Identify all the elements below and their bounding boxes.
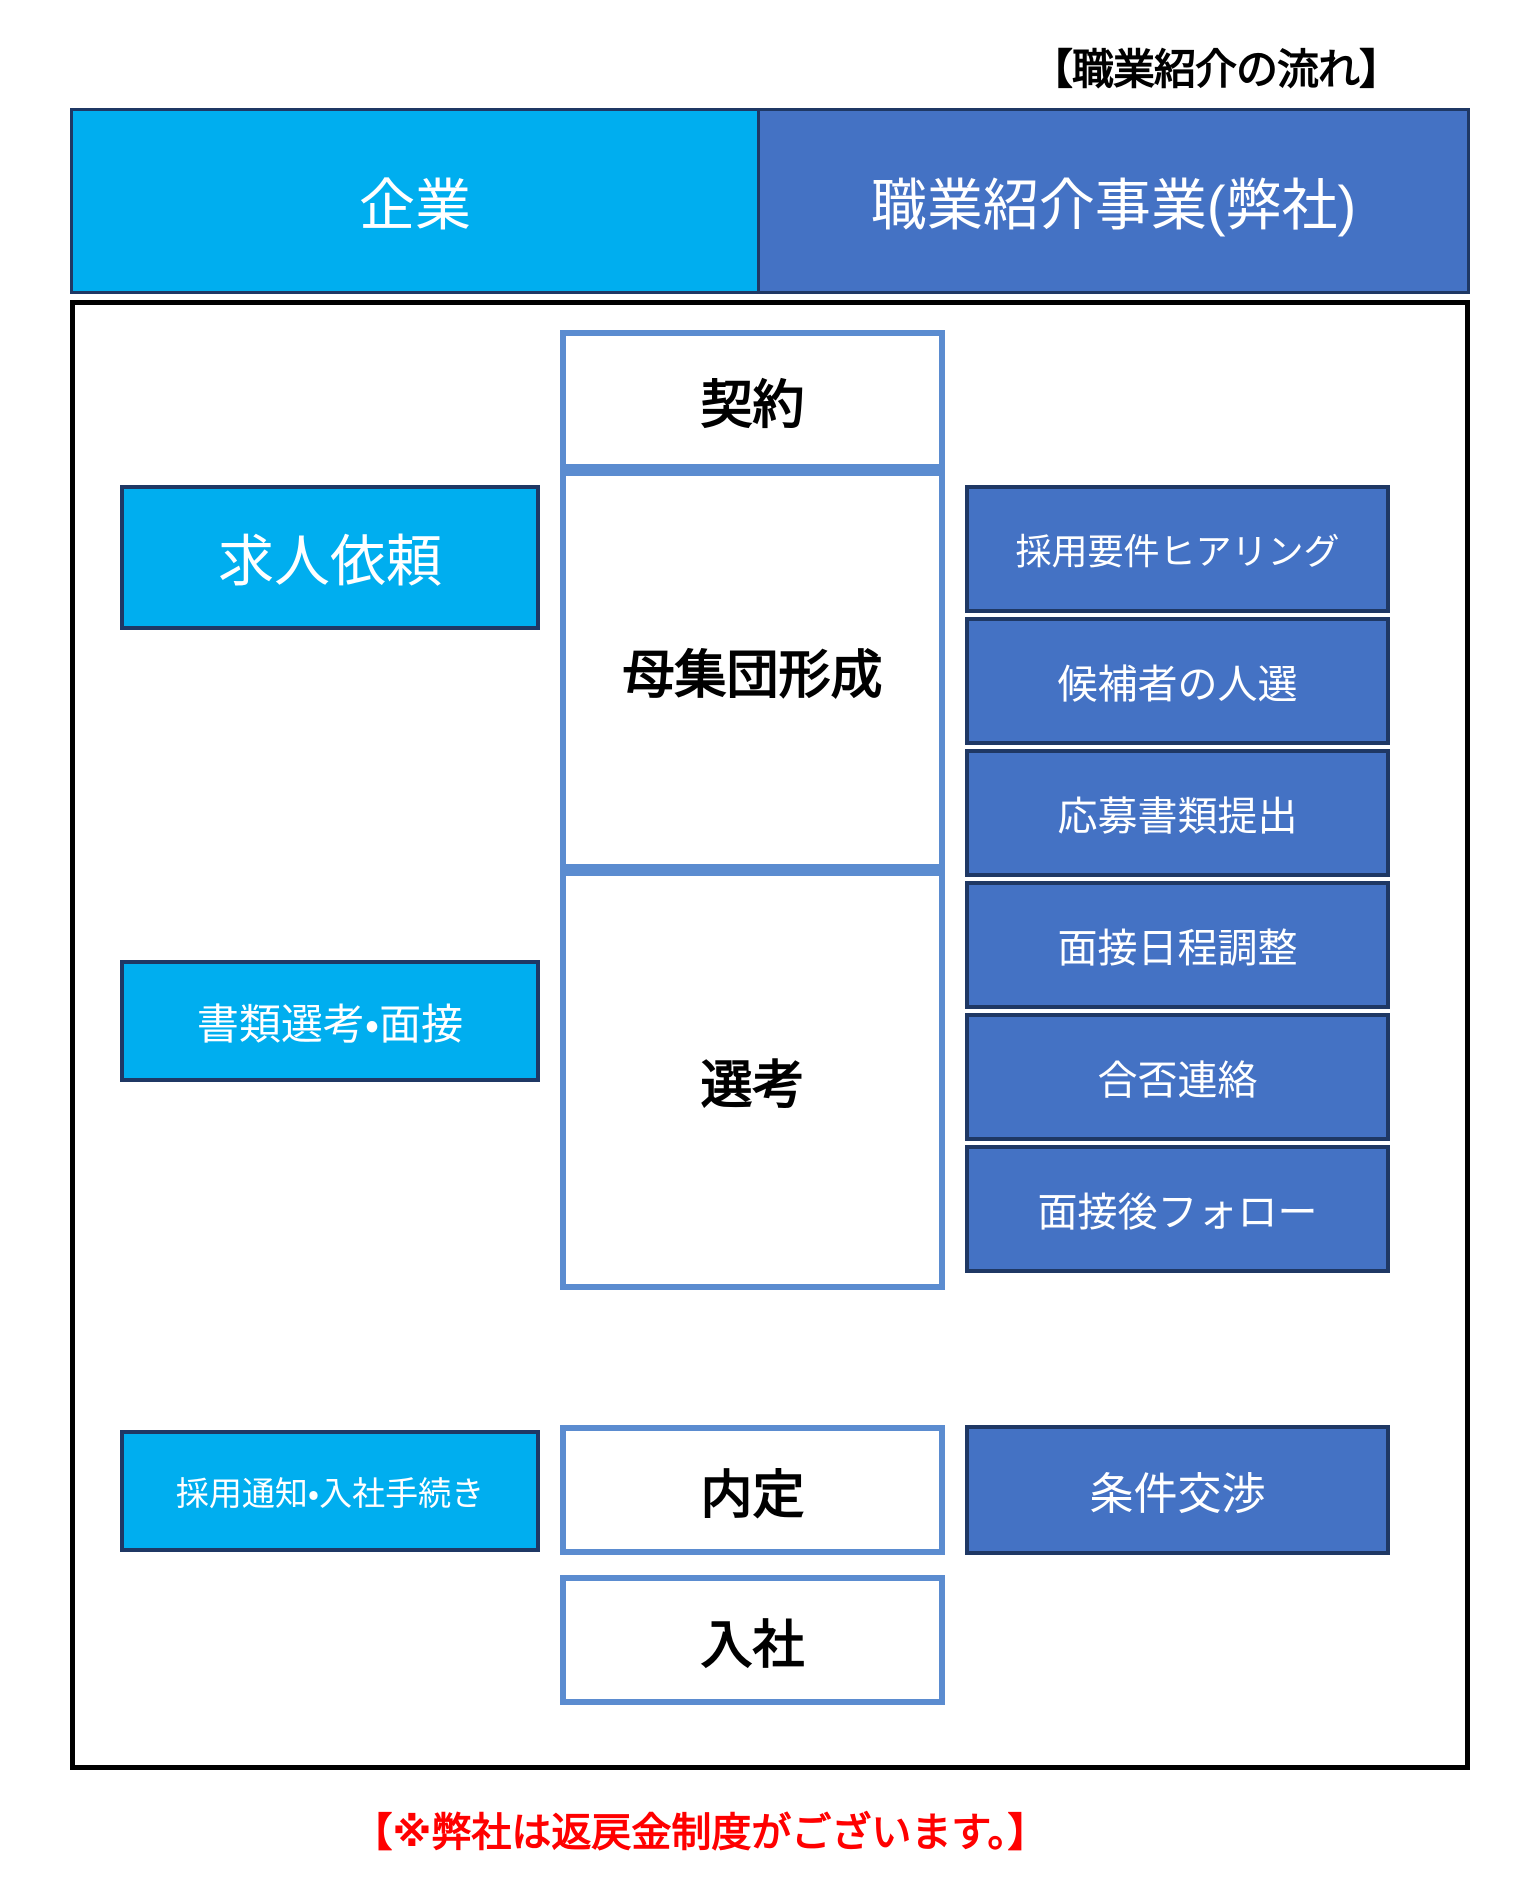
stage-candidate-pool: 母集団形成 [560,470,945,870]
stage-joining: 入社 [560,1575,945,1705]
company-step-offer-onboarding: 採用通知・入社手続き [120,1430,540,1552]
stage-contract: 契約 [560,330,945,470]
agency-task-condition-negotiation: 条件交渉 [965,1425,1390,1555]
header-company: 企業 [70,108,760,294]
agency-task-interview-scheduling: 面接日程調整 [965,881,1390,1009]
company-column: 求人依頼 書類選考・面接 採用通知・入社手続き [120,300,540,1770]
footnote-refund-policy: 【※弊社は返戻金制度がございます。】 [352,1811,1048,1855]
stage-selection: 選考 [560,870,945,1290]
header-agency: 職業紹介事業(弊社) [760,108,1470,294]
company-step-job-request: 求人依頼 [120,485,540,630]
stage-column: 契約 母集団形成 選考 内定 入社 [560,300,945,1770]
agency-task-result-notification: 合否連絡 [965,1013,1390,1141]
stage-job-offer: 内定 [560,1425,945,1555]
agency-task-candidate-selection: 候補者の人選 [965,617,1390,745]
agency-column: 採用要件ヒアリング 候補者の人選 応募書類提出 面接日程調整 合否連絡 面接後フ… [965,300,1390,1770]
column-header-band: 企業 職業紹介事業(弊社) [70,108,1470,294]
page-title: 【職業紹介の流れ】 [1030,46,1401,93]
agency-task-post-interview-follow: 面接後フォロー [965,1145,1390,1273]
agency-task-requirements-hearing: 採用要件ヒアリング [965,485,1390,613]
agency-task-submit-documents: 応募書類提出 [965,749,1390,877]
company-step-screening-interview: 書類選考・面接 [120,960,540,1082]
